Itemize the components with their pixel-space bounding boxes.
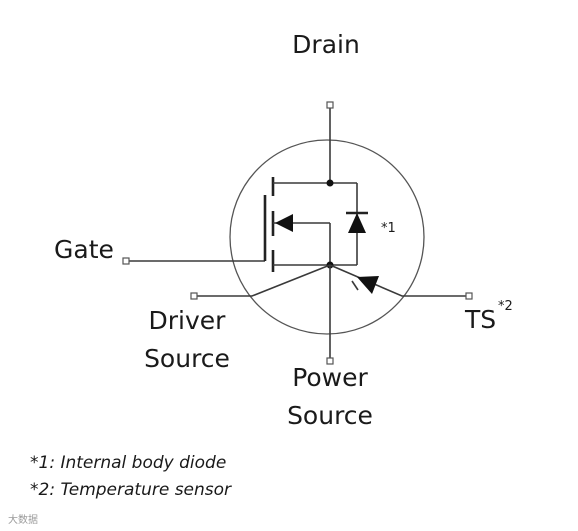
ts-lead (329, 264, 466, 297)
watermark: 大数据 (8, 513, 38, 526)
gate-terminal (122, 257, 130, 265)
drain-label: Drain (292, 30, 360, 59)
ts-label: TS (464, 305, 496, 334)
gate-label: Gate (54, 235, 114, 264)
power-source-terminal (326, 357, 334, 365)
ts-diode-bar (351, 280, 359, 291)
note-temperature-sensor: *2: Temperature sensor (30, 480, 232, 500)
diode-ref-label: *1 (381, 221, 396, 236)
drain-terminal (326, 101, 334, 109)
body-arrow-icon (275, 214, 293, 232)
driver-source-label-line1: Driver (149, 306, 227, 335)
note-body-diode: *1: Internal body diode (30, 453, 226, 473)
drain-junction-dot (326, 179, 334, 187)
ts-superscript: *2 (498, 299, 513, 314)
driver-source-lead (197, 264, 331, 297)
power-source-label-line2: Source (287, 401, 373, 430)
driver-source-label-line2: Source (144, 344, 230, 373)
temperature-sensor-diode-icon (357, 276, 379, 294)
body-diode-icon (348, 213, 366, 233)
ts-terminal (465, 292, 473, 300)
power-source-label-line1: Power (292, 363, 368, 392)
package-circle (229, 139, 425, 335)
driver-source-terminal (190, 292, 198, 300)
